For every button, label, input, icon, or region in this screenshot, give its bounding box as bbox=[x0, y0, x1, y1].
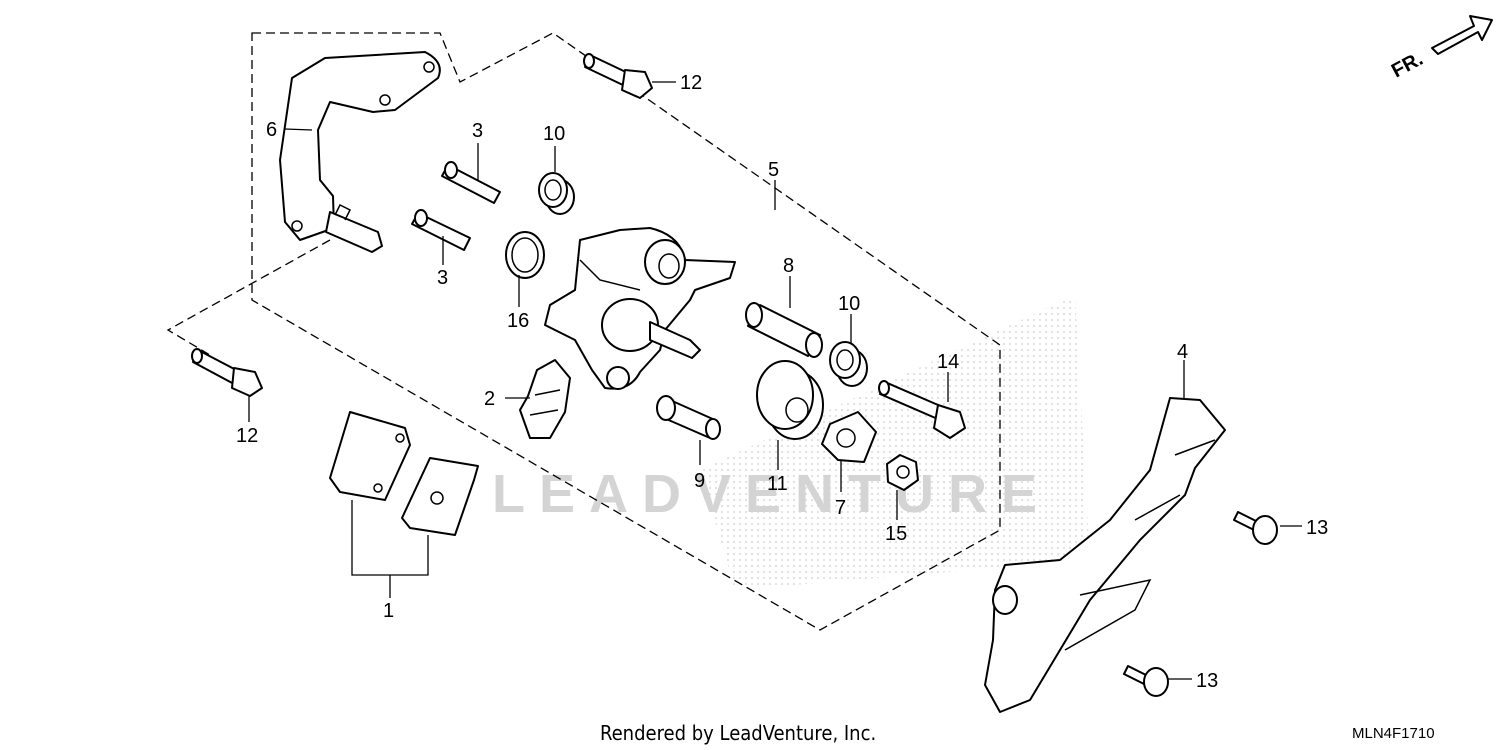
boot-lower bbox=[829, 341, 868, 387]
brake-pad-left bbox=[329, 411, 411, 501]
callout-13-lower: 13 bbox=[1196, 670, 1218, 692]
front-arrow: FR. bbox=[1388, 15, 1493, 83]
flange-bolt-12-top bbox=[583, 53, 653, 99]
callout-14: 14 bbox=[937, 351, 959, 373]
footer-credit: Rendered by LeadVenture, Inc. bbox=[600, 721, 876, 745]
callout-10-upper: 10 bbox=[543, 123, 565, 145]
screw-13-lower bbox=[1123, 665, 1169, 697]
callout-1: 1 bbox=[383, 600, 394, 622]
callout-10-lower: 10 bbox=[838, 293, 860, 315]
slide-pin-upper bbox=[441, 161, 501, 204]
callout-7: 7 bbox=[835, 497, 846, 519]
piston-seal bbox=[505, 231, 545, 279]
callout-16: 16 bbox=[507, 310, 529, 332]
boot-upper bbox=[538, 172, 575, 215]
pin-bolt bbox=[656, 395, 721, 440]
front-arrow-label: FR. bbox=[1388, 48, 1427, 83]
watermark: LEADVENTURE bbox=[492, 295, 1090, 590]
watermark-text: LEADVENTURE bbox=[492, 464, 1051, 524]
callout-2: 2 bbox=[484, 388, 495, 410]
callout-12-left: 12 bbox=[236, 425, 258, 447]
disc-guard bbox=[984, 397, 1226, 713]
callout-8: 8 bbox=[783, 255, 794, 277]
bolt-guide-line bbox=[166, 239, 331, 356]
slide-pin-lower bbox=[411, 209, 471, 251]
pin-sleeve bbox=[745, 302, 823, 358]
lock-plate bbox=[821, 411, 877, 463]
callout-3-upper: 3 bbox=[472, 120, 483, 142]
pad-spring bbox=[519, 359, 571, 439]
callout-5: 5 bbox=[768, 159, 779, 181]
screw-13-right bbox=[1233, 511, 1278, 545]
flange-nut bbox=[886, 454, 919, 491]
callout-9: 9 bbox=[694, 470, 705, 492]
flange-bolt-12-left bbox=[191, 348, 263, 397]
caliper-body bbox=[544, 227, 736, 390]
diagram-code: MLN4F1710 bbox=[1352, 725, 1435, 742]
callout-13-right: 13 bbox=[1306, 517, 1328, 539]
callouts: 1 2 3 3 4 5 6 7 8 9 10 10 11 12 12 13 13… bbox=[236, 72, 1328, 692]
brake-pad-right bbox=[401, 457, 479, 536]
flange-bolt-14 bbox=[878, 380, 966, 439]
callout-12-top: 12 bbox=[680, 72, 702, 94]
caliper-bracket bbox=[279, 51, 441, 253]
callout-15: 15 bbox=[885, 523, 907, 545]
callout-3-lower: 3 bbox=[437, 267, 448, 289]
leader-lines bbox=[248, 81, 1302, 680]
callout-4: 4 bbox=[1177, 341, 1188, 363]
callout-11: 11 bbox=[767, 473, 788, 495]
pulley bbox=[756, 360, 824, 440]
callout-6: 6 bbox=[266, 119, 277, 141]
